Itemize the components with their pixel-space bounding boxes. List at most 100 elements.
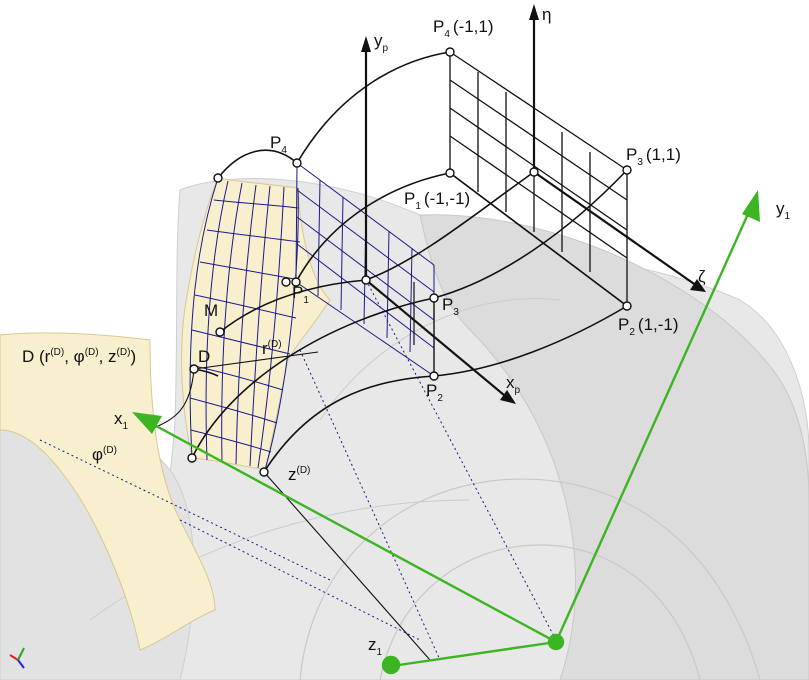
y1-axis [554,204,754,643]
construction-lines [39,279,557,661]
flank-grid-line [249,185,271,467]
origin-ball [547,633,565,651]
edge-p1-p2-lower [449,172,628,307]
flank-grid-line [199,261,301,281]
flank-grid-line [189,177,219,459]
plane-grid-line [295,281,435,377]
label-yp: yp [374,31,389,54]
z1-ball [381,655,401,675]
plane-grid-line [409,247,413,353]
nodes [187,47,632,477]
label-x1: x1 [114,409,129,432]
label-p2-plane: P2(1,-1) [618,315,679,338]
gray-inner-arc-1 [299,478,761,680]
zeta-axis [533,171,701,289]
axes [361,4,706,404]
x1-arrowhead [132,412,162,434]
curve-p4-top [296,51,451,164]
node-p1-mid [291,277,301,287]
mapping-curves [191,51,628,473]
param-grid-line [449,107,628,231]
flank-grid-line [190,429,272,453]
x1-axis [144,418,557,644]
node-d [189,364,199,374]
label-z: z(D) [288,465,310,484]
labels: P4(-1,1) P3(1,1) P1(-1,-1) P2(1,-1) P4 P… [22,5,791,658]
xp-arrowhead [500,390,516,404]
plane-grid-line [317,179,321,297]
node-flank-top [213,173,223,183]
label-r: r(D) [262,339,282,358]
label-p1-mid: P1 [292,283,309,306]
yellow-surfaces [0,177,331,651]
r-line [193,351,319,370]
gray-inner-arc-4 [319,298,561,421]
node-z [259,467,269,477]
plane-grid-line [295,162,298,283]
node-flank-bottom [187,453,197,463]
y1-arrowhead [742,190,760,222]
flank-grid-line [257,186,285,469]
zeta-arrowhead [690,279,706,292]
node-p3-top [622,165,632,175]
gray-inner-arc-2 [379,544,701,680]
dotted-line [39,439,331,581]
gray-disc-right [419,214,809,680]
node-p2-mid [429,371,439,381]
label-zeta: ζ [698,267,706,286]
flank-grid-line [221,182,243,463]
label-p4-plane: P4(-1,1) [433,17,494,40]
node-p1-left [281,277,291,287]
param-grid-line [449,135,628,259]
node-p4-top [445,47,455,57]
node-p4-mid [292,158,302,168]
curve-p3 [433,169,628,299]
node-p2-top [622,301,632,311]
flank-grid-line [235,184,257,465]
label-p4-mid: P4 [270,133,287,156]
flank-grid-line [206,229,301,243]
eta-arrowhead [529,4,539,20]
z-line [263,471,431,661]
xp-axis [365,279,511,401]
label-p2-mid: P2 [426,381,443,404]
curve-d [191,297,435,459]
node-m [215,327,225,337]
curve-m2 [365,171,535,281]
label-p3-plane: P3(1,1) [626,145,681,168]
node-eta-center [529,167,539,177]
label-phi: φ(D) [92,445,117,464]
curve-p1 [295,172,451,283]
label-p3-mid: P3 [442,295,459,318]
label-xp: xp [506,373,521,396]
orientation-triad-icon [9,647,25,669]
flank-grid [189,177,301,471]
label-p1-plane: P1(-1,-1) [404,189,470,212]
label-d-full: D (r(D), φ(D), z(D)) [22,347,136,366]
param-grid-line [449,51,628,171]
node-center-mid [361,275,371,285]
label-d: D [198,347,210,366]
yellow-flank-main [181,177,331,471]
flank-grid-line [205,180,229,461]
label-eta: η [542,5,551,24]
curve-m [219,279,367,333]
plane-grid-line [340,196,344,311]
curve-z [263,375,435,473]
label-m: M [204,301,218,320]
dotted-line [299,349,441,661]
node-p3-mid [429,293,439,303]
z1-axis [391,640,557,668]
flank-grid-line [189,397,278,424]
green-axes [132,190,760,675]
yellow-flank-left [0,332,216,651]
yp-arrowhead [361,36,371,52]
label-y1: y1 [776,199,791,222]
curve-p2 [433,305,628,377]
node-p1-top [445,168,455,178]
label-z1: z1 [368,635,383,658]
param-grid-line [449,79,628,201]
flank-grid-line [191,329,291,355]
